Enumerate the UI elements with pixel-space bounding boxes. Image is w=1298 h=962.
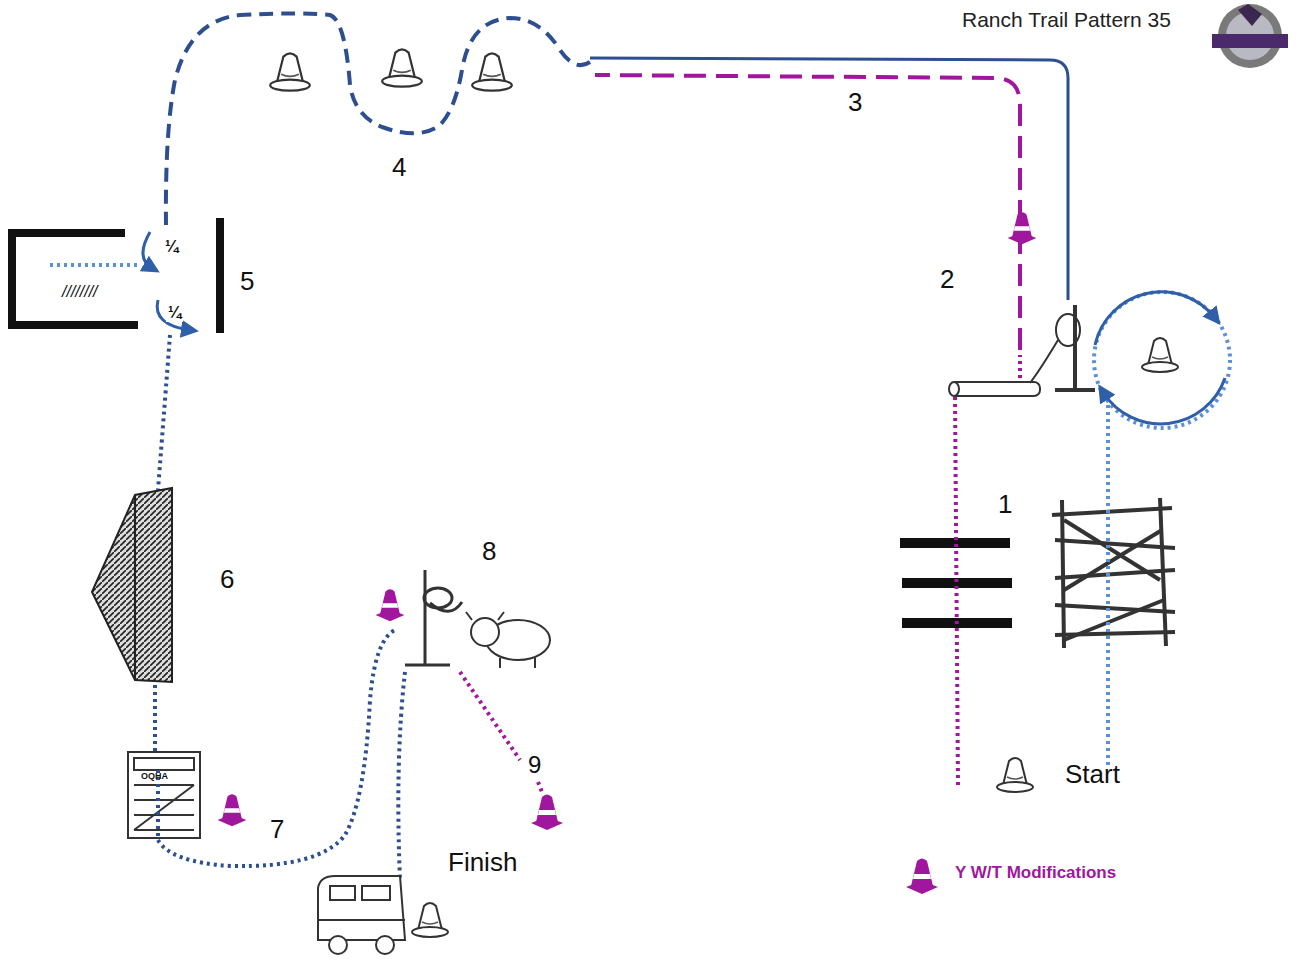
legend-cone [906,859,938,895]
callout-number: 1 [998,490,1012,519]
backing-box [12,218,220,333]
gate [128,752,200,838]
callout-number: 4 [392,153,406,182]
start-cone [997,758,1033,792]
callout-number: 8 [482,537,496,566]
log-and-post [949,305,1095,396]
legend-text: Y W/T Modifications [955,864,1116,883]
callout-number: 6 [220,565,234,594]
turn-fraction: ¼ [166,304,183,322]
hatch-marks: //////// [62,283,98,301]
association-logo [1212,4,1288,68]
pattern-title: Ranch Trail Pattern 35 [962,8,1171,31]
pole-frame [1052,498,1175,648]
callout-number: 3 [848,88,862,117]
callout-number: 5 [240,267,254,296]
start-label: Start [1065,760,1120,789]
gate-sign: OQHA [141,772,168,782]
bridge [92,488,172,682]
finish-label: Finish [448,848,517,877]
ground-poles [900,543,1012,623]
calf [466,612,550,668]
horse-trailer [318,876,405,954]
roping-post [405,570,462,665]
callout-number: 9 [526,752,543,778]
callout-number: 2 [940,265,954,294]
turn-fraction: ¼ [163,238,180,256]
callout-number: 7 [270,815,284,844]
